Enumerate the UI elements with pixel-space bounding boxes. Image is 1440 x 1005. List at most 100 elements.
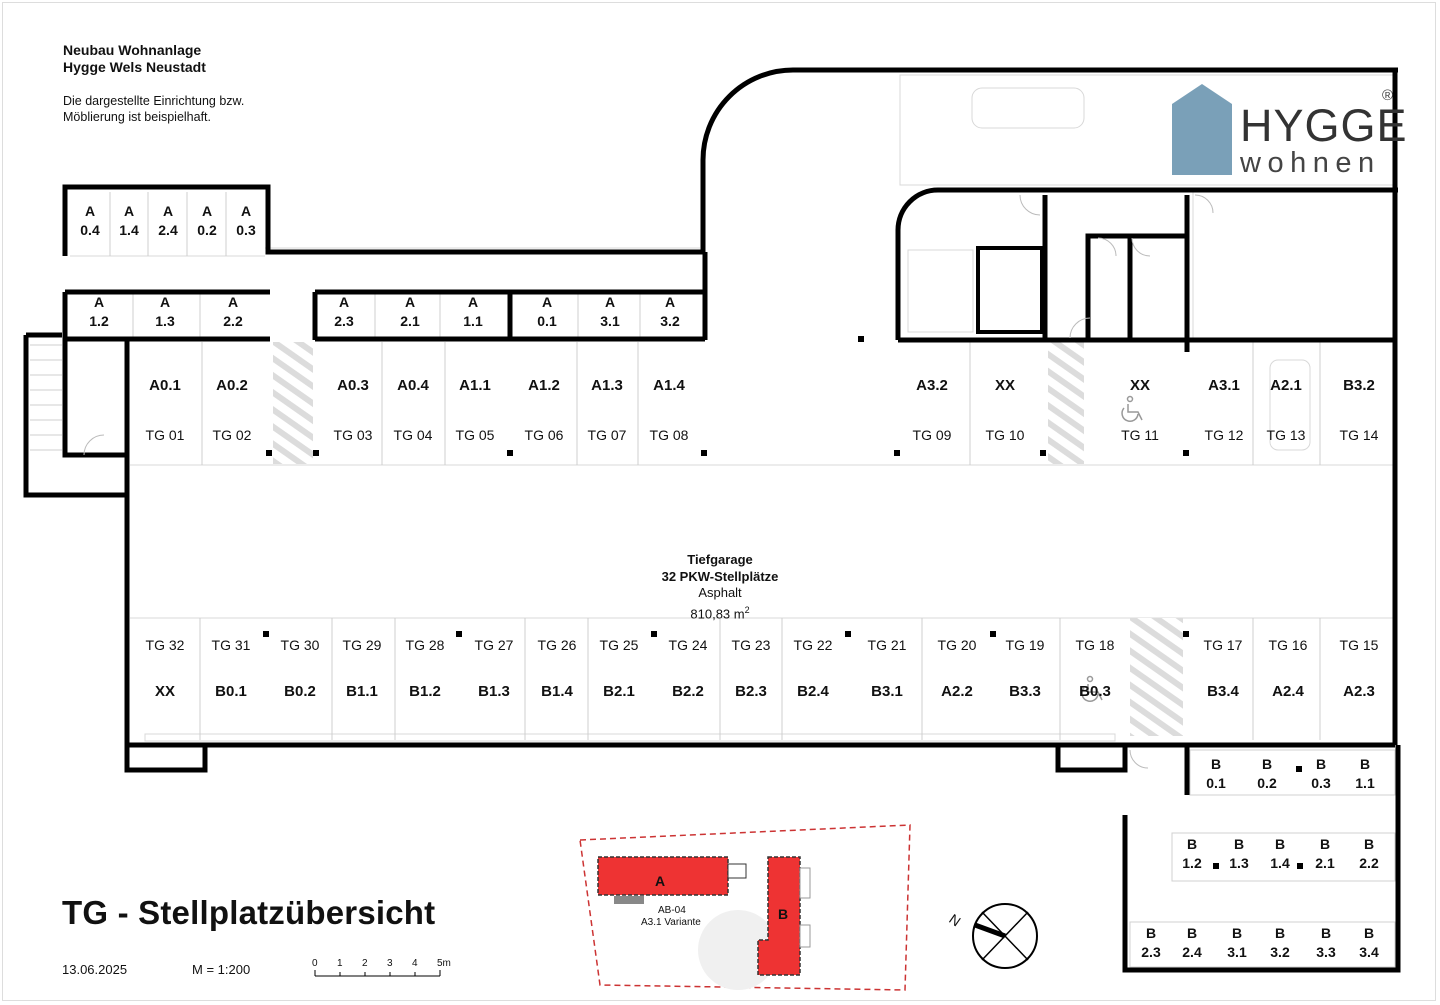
storage-number: 0.1 [537,313,557,329]
parking-space-label: B2.4 [797,683,829,700]
storage-building: A [84,203,96,219]
parking-space-number: TG 31 [211,637,251,653]
furnishing-note: Die dargestellte Einrichtung bzw. Möblie… [63,94,245,124]
storage-number: 0.2 [197,222,217,238]
parking-space-number: TG 08 [649,427,689,443]
parking-space-number: TG 12 [1204,427,1244,443]
logo-house-icon [1172,84,1232,175]
storage-building: A [123,203,135,219]
parking-space-number: TG 23 [731,637,771,653]
storage-building: A [467,294,479,310]
scale-tick-label: 5m [437,958,451,969]
storage-building: B [1320,925,1332,941]
parking-space-number: TG 30 [280,637,320,653]
storage-number: 1.4 [1270,855,1290,871]
scale-tick-label: 2 [362,958,368,969]
storage-room-b: B 3.2 [1260,924,1300,962]
parking-space-number: TG 22 [793,637,833,653]
storage-building: B [1186,925,1198,941]
storage-building: B [1274,925,1286,941]
storage-building: B [1319,836,1331,852]
storage-room-a: A 2.3 [324,293,364,331]
parking-space-label: A1.2 [528,377,560,394]
storage-number: 1.2 [1182,855,1202,871]
parking-space-label: A2.2 [941,683,973,700]
parking-space-number: TG 05 [455,427,495,443]
project-name: Neubau Wohnanlage Hygge Wels Neustadt [63,42,206,75]
parking-space-label: XX [1129,377,1150,394]
storage-number: 2.2 [223,313,243,329]
parking-space-label: A1.3 [591,377,623,394]
storage-building: A [227,294,239,310]
parking-space-number: TG 03 [333,427,373,443]
storage-number: 2.1 [400,313,420,329]
parking-space-label: B0.2 [284,683,316,700]
storage-building: A [201,203,213,219]
sheet-scale: M = 1:200 [192,962,251,977]
parking-space-number: TG 21 [867,637,907,653]
parking-space-label: A0.3 [337,377,369,394]
storage-number: 3.1 [600,313,620,329]
storage-number: 3.2 [1270,944,1290,960]
storage-building: A [162,203,174,219]
storage-number: 1.2 [89,313,109,329]
storage-number: 2.3 [334,313,354,329]
logo-text: HYGGE [1240,100,1408,151]
parking-space-label: B1.3 [478,683,510,700]
logo-registered: ® [1382,87,1394,104]
storage-building: A [93,294,105,310]
storage-building: B [1359,756,1371,772]
garage-area: 810,83 m2 [690,604,750,621]
storage-building: B [1363,836,1375,852]
sheet-date: 13.06.2025 [62,962,128,977]
storage-building: B [1210,756,1222,772]
storage-building: B [1274,836,1286,852]
parking-space-number: TG 09 [912,427,952,443]
parking-space-number: TG 32 [145,637,185,653]
parking-space-number: TG 13 [1266,427,1306,443]
parking-space-label: B3.3 [1009,683,1041,700]
storage-room-b: B 1.2 [1172,835,1212,873]
storage-number: 2.4 [1182,944,1202,960]
storage-building: B [1186,836,1198,852]
parking-space-label: B0.3 [1079,683,1111,700]
storage-number: 1.3 [155,313,175,329]
parking-space-number: TG 19 [1005,637,1045,653]
storage-room-b: B 1.4 [1260,835,1300,873]
storage-number: 0.2 [1257,775,1277,791]
parking-space-label: A1.4 [653,377,685,394]
storage-room-a: A 0.2 [187,202,227,240]
storage-building: B [1363,925,1375,941]
parking-space-number: TG 15 [1339,637,1379,653]
parking-space-number: TG 16 [1268,637,1308,653]
parking-space-label: B3.2 [1343,377,1375,394]
scale-tick-label: 0 [312,958,318,969]
parking-space-number: TG 28 [405,637,445,653]
parking-space-number: TG 27 [474,637,514,653]
logo-subtext: wohnen [1240,147,1381,179]
storage-building: A [404,294,416,310]
parking-space-label: B3.4 [1207,683,1239,700]
parking-space-label: B2.3 [735,683,767,700]
storage-number: 2.1 [1315,855,1335,871]
scale-tick-label: 1 [337,958,343,969]
site-parcel-label: AB-04 [658,905,686,916]
parking-space-number: TG 02 [212,427,252,443]
storage-building: A [338,294,350,310]
storage-number: 3.2 [660,313,680,329]
parking-space-label: A1.1 [459,377,491,394]
parking-space-number: TG 07 [587,427,627,443]
parking-space-label: A3.1 [1208,377,1240,394]
